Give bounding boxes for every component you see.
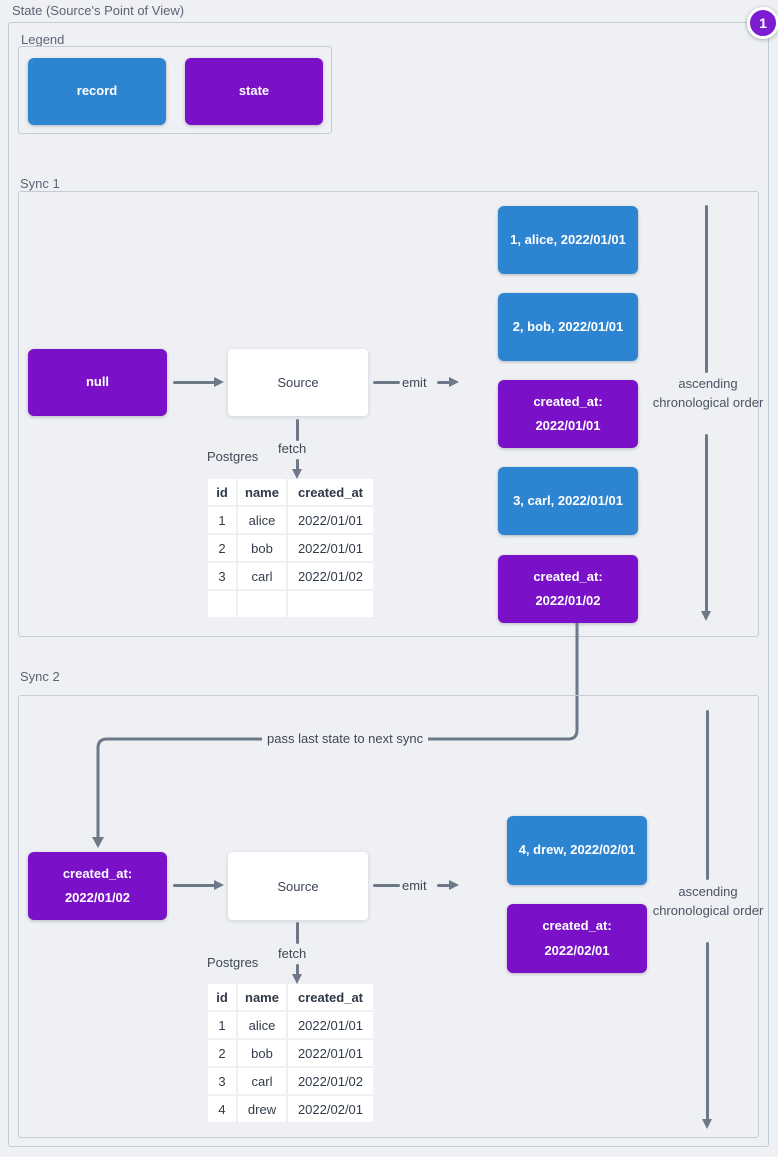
sync2-order-arrow-down-icon [702,1119,712,1129]
table-row: 2 bob 2022/01/01 [208,1040,373,1066]
sync1-stream-record-box: 2, bob, 2022/01/01 [498,293,638,361]
sync1-stream-state-box: created_at: 2022/01/02 [498,555,638,623]
sync2-fetch-line-bottom [296,964,299,975]
sync1-emit-arrow-right-icon [449,377,459,387]
table-header-row: id name created_at [208,479,373,505]
cell: 1 [208,507,236,533]
pass-state-label: pass last state to next sync [262,731,429,746]
sync2-fetch-line-top [296,922,299,944]
sync1-postgres-table: id name created_at 1 alice 2022/01/01 2 … [206,477,375,619]
cell [238,591,286,617]
cell: alice [238,1012,286,1038]
step-badge: 1 [747,7,778,39]
sync1-fetch-arrow-down-icon [292,469,302,479]
cell: 2 [208,535,236,561]
col-header-id: id [208,479,236,505]
cell: carl [238,563,286,589]
legend-state-box: state [185,58,323,125]
sync2-source-box: Source [228,852,368,920]
legend-panel [18,46,332,134]
sync2-postgres-table: id name created_at 1 alice 2022/01/01 2 … [206,982,375,1124]
sync2-input-arrow-right-icon [214,880,224,890]
sync2-input-arrow-line [173,884,215,887]
sync1-fetch-line-bottom [296,459,299,470]
sync2-db-label: Postgres [207,955,259,970]
sync1-emit-line-right [437,381,450,384]
table-row: 3 carl 2022/01/02 [208,1068,373,1094]
sync1-order-line-bottom [705,434,708,612]
cell: 2022/01/02 [288,1068,373,1094]
col-header-name: name [238,479,286,505]
outer-frame [8,22,769,1147]
legend-record-box: record [28,58,166,125]
table-row: 1 alice 2022/01/01 [208,507,373,533]
sync1-stream-state-box: created_at: 2022/01/01 [498,380,638,448]
cell: 2022/01/01 [288,507,373,533]
sync2-panel [18,695,759,1138]
cell: 2022/01/01 [288,535,373,561]
sync2-emit-line-left [373,884,400,887]
legend-label: Legend [21,32,65,47]
sync2-stream-record-box: 4, drew, 2022/02/01 [507,816,647,885]
sync2-fetch-arrow-down-icon [292,974,302,984]
cell: drew [238,1096,286,1122]
sync2-emit-label: emit [402,878,427,893]
col-header-created: created_at [288,984,373,1010]
sync2-order-line-top [706,710,709,880]
cell: carl [238,1068,286,1094]
sync2-fetch-label: fetch [278,946,307,961]
sync1-emit-label: emit [402,375,427,390]
cell: alice [238,507,286,533]
sync2-label: Sync 2 [20,669,60,684]
cell: 3 [208,563,236,589]
sync2-input-state-box: created_at: 2022/01/02 [28,852,167,920]
table-row: 4 drew 2022/02/01 [208,1096,373,1122]
sync1-order-label: ascending chronological order [652,376,764,410]
cell: 2022/01/01 [288,1012,373,1038]
cell: 1 [208,1012,236,1038]
cell: 2022/01/02 [288,563,373,589]
sync2-emit-line-right [437,884,450,887]
cell: bob [238,1040,286,1066]
cell [208,591,236,617]
cell [288,591,373,617]
col-header-name: name [238,984,286,1010]
sync2-stream-state-box: created_at: 2022/02/01 [507,904,647,973]
sync1-stream-record-box: 3, carl, 2022/01/01 [498,467,638,535]
cell: 3 [208,1068,236,1094]
sync1-label: Sync 1 [20,176,60,191]
table-row: 2 bob 2022/01/01 [208,535,373,561]
cell: 2022/02/01 [288,1096,373,1122]
sync1-fetch-label: fetch [278,441,307,456]
table-row-empty [208,591,373,617]
table-header-row: id name created_at [208,984,373,1010]
cell: bob [238,535,286,561]
table-row: 1 alice 2022/01/01 [208,1012,373,1038]
sync2-order-label: ascending chronological order [652,884,764,918]
sync1-fetch-line-top [296,419,299,441]
sync1-order-arrow-down-icon [701,611,711,621]
sync2-emit-arrow-right-icon [449,880,459,890]
sync1-emit-line-left [373,381,400,384]
col-header-id: id [208,984,236,1010]
sync1-input-arrow-line [173,381,215,384]
sync1-source-box: Source [228,349,368,416]
sync1-stream-record-box: 1, alice, 2022/01/01 [498,206,638,274]
cell: 4 [208,1096,236,1122]
page-title: State (Source's Point of View) [12,3,185,18]
sync1-input-state-box: null [28,349,167,416]
col-header-created: created_at [288,479,373,505]
sync1-db-label: Postgres [207,449,259,464]
sync2-order-line-bottom [706,942,709,1120]
sync1-input-arrow-right-icon [214,377,224,387]
sync1-order-line-top [705,205,708,373]
table-row: 3 carl 2022/01/02 [208,563,373,589]
cell: 2 [208,1040,236,1066]
cell: 2022/01/01 [288,1040,373,1066]
